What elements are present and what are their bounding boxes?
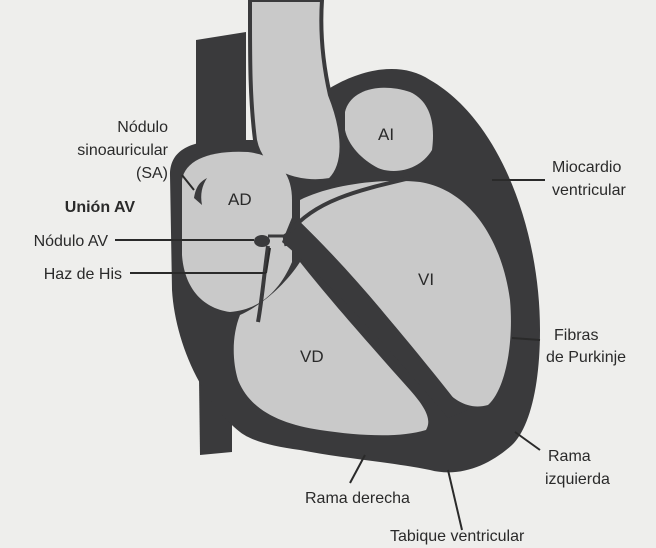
right-atrium: [182, 152, 292, 312]
rama-izq-pointer: [515, 432, 540, 450]
label-union-av: Unión AV: [65, 199, 136, 216]
label-rama-izq-line2: izquierda: [545, 471, 610, 488]
label-vd: VD: [300, 347, 324, 366]
label-fibras-line1: Fibras: [554, 327, 598, 344]
label-sa-line3: (SA): [136, 165, 168, 182]
tabique-pointer: [448, 470, 462, 530]
label-sa-line2: sinoauricular: [77, 142, 168, 159]
rama-derecha-pointer: [350, 455, 365, 483]
label-sa-line1: Nódulo: [117, 119, 168, 136]
label-nodulo-av: Nódulo AV: [34, 233, 109, 250]
label-vi: VI: [418, 270, 434, 289]
label-miocardio-line1: Miocardio: [552, 159, 621, 176]
label-ai: AI: [378, 125, 394, 144]
label-rama-derecha: Rama derecha: [305, 490, 410, 507]
label-ad: AD: [228, 190, 252, 209]
aorta: [250, 0, 342, 181]
av-node: [254, 235, 270, 247]
label-fibras-line2: de Purkinje: [546, 349, 626, 366]
label-miocardio-line2: ventricular: [552, 182, 626, 199]
label-rama-izq-line1: Rama: [548, 448, 591, 465]
label-tabique: Tabique ventricular: [390, 528, 525, 545]
label-haz-his: Haz de His: [44, 266, 122, 283]
